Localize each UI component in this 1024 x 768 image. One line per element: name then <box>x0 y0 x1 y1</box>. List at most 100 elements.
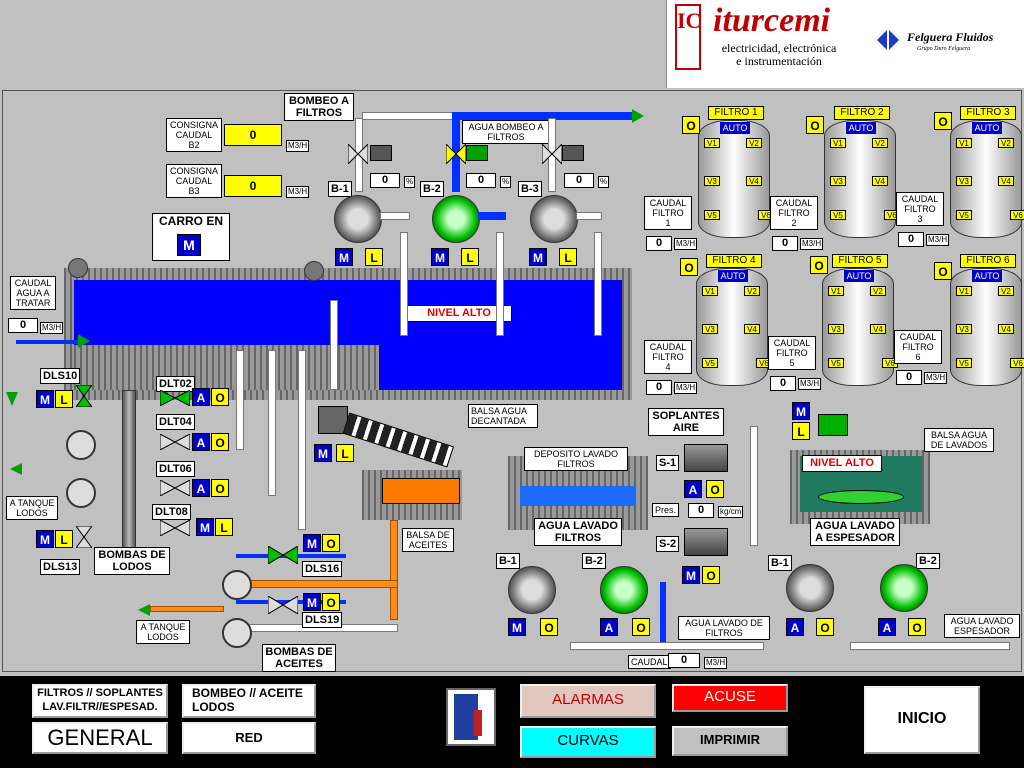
nav-filtros-button[interactable]: FILTROS // SOPLANTES LAV.FILTR//ESPESAD. <box>32 684 168 718</box>
lav-b2-o-button[interactable]: O <box>632 618 650 636</box>
imprimir-button[interactable]: IMPRIMIR <box>672 726 788 756</box>
valve-dlt08-icon[interactable] <box>159 519 191 537</box>
valve-v2-icon[interactable]: V2 <box>872 138 888 148</box>
dls19-m-button[interactable]: M <box>303 593 321 611</box>
filter-o-button[interactable]: O <box>806 116 824 134</box>
nav-red-button[interactable]: RED <box>182 722 316 754</box>
nav-bombeo-button[interactable]: BOMBEO // ACEITE LODOS <box>182 684 316 718</box>
consigna-b2-value[interactable]: 0 <box>224 124 282 146</box>
valve-v5-icon[interactable]: V5 <box>704 210 720 220</box>
pump-b1-l-button[interactable]: L <box>365 248 383 266</box>
esp-b1-a-button[interactable]: A <box>786 618 804 636</box>
valve-b2-icon[interactable] <box>445 142 467 166</box>
valve-dls16-icon[interactable] <box>267 545 299 565</box>
consigna-b3-value[interactable]: 0 <box>224 175 282 197</box>
valve-v5-icon[interactable]: V5 <box>956 210 972 220</box>
dls16-o-button[interactable]: O <box>322 534 340 552</box>
pump-b3-l-button[interactable]: L <box>559 248 577 266</box>
filter-o-button[interactable]: O <box>680 258 698 276</box>
lav-pump-b2-icon[interactable] <box>600 566 648 614</box>
filter-o-button[interactable]: O <box>810 256 828 274</box>
dlt04-a-button[interactable]: A <box>192 433 210 451</box>
lav-b1-m-button[interactable]: M <box>508 618 526 636</box>
valve-dlt06-icon[interactable] <box>159 479 191 497</box>
valve-v4-icon[interactable]: V4 <box>746 176 762 186</box>
filter-o-button[interactable]: O <box>682 116 700 134</box>
esp-b2-a-button[interactable]: A <box>878 618 896 636</box>
espesador-m-button[interactable]: M <box>792 402 810 420</box>
esp-pump-b1-icon[interactable] <box>786 564 834 612</box>
valve-b1-icon[interactable] <box>347 142 369 166</box>
valve-v2-icon[interactable]: V2 <box>998 286 1014 296</box>
curvas-button[interactable]: CURVAS <box>520 726 656 758</box>
valve-dlt02-icon[interactable] <box>159 389 191 407</box>
dls13-l-button[interactable]: L <box>55 530 73 548</box>
dlt08-l-button[interactable]: L <box>215 518 233 536</box>
acuse-button[interactable]: ACUSE <box>672 684 788 712</box>
dls19-o-button[interactable]: O <box>322 593 340 611</box>
s1-o-button[interactable]: O <box>706 480 724 498</box>
valve-v6-icon[interactable]: V6 <box>1010 210 1024 220</box>
valve-v2-icon[interactable]: V2 <box>870 286 886 296</box>
valve-v3-icon[interactable]: V3 <box>830 176 846 186</box>
dlt02-a-button[interactable]: A <box>192 388 210 406</box>
valve-v5-icon[interactable]: V5 <box>956 358 972 368</box>
valve-v1-icon[interactable]: V1 <box>830 138 846 148</box>
dlt02-o-button[interactable]: O <box>211 388 229 406</box>
valve-v3-icon[interactable]: V3 <box>702 324 718 334</box>
valve-dls10-icon[interactable] <box>75 384 93 408</box>
valve-v1-icon[interactable]: V1 <box>828 286 844 296</box>
pump-b2-icon[interactable] <box>432 195 480 243</box>
pump-b2-l-button[interactable]: L <box>461 248 479 266</box>
pump-b3-icon[interactable] <box>530 195 578 243</box>
valve-b3-icon[interactable] <box>541 142 563 166</box>
inicio-button[interactable]: INICIO <box>864 686 980 754</box>
filter-o-button[interactable]: O <box>934 112 952 130</box>
oil-pump-1-icon[interactable] <box>222 570 252 600</box>
dls13-m-button[interactable]: M <box>36 530 54 548</box>
pump-b1-icon[interactable] <box>334 195 382 243</box>
pump-b2-m-button[interactable]: M <box>431 248 449 266</box>
lodos-pump-1-icon[interactable] <box>66 430 96 460</box>
valve-v5-icon[interactable]: V5 <box>702 358 718 368</box>
valve-dls19-icon[interactable] <box>267 595 299 615</box>
carro-mode-button[interactable]: M <box>177 234 201 256</box>
exit-door-icon[interactable] <box>446 688 496 746</box>
oil-pump-2-icon[interactable] <box>222 618 252 648</box>
dlt04-o-button[interactable]: O <box>211 433 229 451</box>
valve-v4-icon[interactable]: V4 <box>870 324 886 334</box>
valve-v3-icon[interactable]: V3 <box>828 324 844 334</box>
valve-v3-icon[interactable]: V3 <box>956 176 972 186</box>
valve-v1-icon[interactable]: V1 <box>702 286 718 296</box>
dlt08-m-button[interactable]: M <box>196 518 214 536</box>
s2-o-button[interactable]: O <box>702 566 720 584</box>
blower-s2-icon[interactable] <box>684 528 728 556</box>
pump-b1-m-button[interactable]: M <box>335 248 353 266</box>
valve-v6-icon[interactable]: V6 <box>1010 358 1024 368</box>
dlt06-o-button[interactable]: O <box>211 479 229 497</box>
s2-m-button[interactable]: M <box>682 566 700 584</box>
lav-b2-a-button[interactable]: A <box>600 618 618 636</box>
valve-v5-icon[interactable]: V5 <box>828 358 844 368</box>
valve-v4-icon[interactable]: V4 <box>998 176 1014 186</box>
dlt06-a-button[interactable]: A <box>192 479 210 497</box>
esp-b2-o-button[interactable]: O <box>908 618 926 636</box>
dls10-l-button[interactable]: L <box>55 390 73 408</box>
dls16-m-button[interactable]: M <box>303 534 321 552</box>
valve-v2-icon[interactable]: V2 <box>998 138 1014 148</box>
pump-b3-m-button[interactable]: M <box>529 248 547 266</box>
valve-v1-icon[interactable]: V1 <box>956 138 972 148</box>
alarmas-button[interactable]: ALARMAS <box>520 684 656 718</box>
skimmer-l-button[interactable]: L <box>336 444 354 462</box>
espesador-l-button[interactable]: L <box>792 422 810 440</box>
lodos-pump-2-icon[interactable] <box>66 478 96 508</box>
valve-v3-icon[interactable]: V3 <box>956 324 972 334</box>
valve-dlt04-icon[interactable] <box>159 433 191 451</box>
valve-v2-icon[interactable]: V2 <box>746 138 762 148</box>
dls10-m-button[interactable]: M <box>36 390 54 408</box>
valve-dls13-icon[interactable] <box>75 525 93 549</box>
esp-pump-b2-icon[interactable] <box>880 564 928 612</box>
s1-a-button[interactable]: A <box>684 480 702 498</box>
valve-v1-icon[interactable]: V1 <box>956 286 972 296</box>
skimmer-m-button[interactable]: M <box>314 444 332 462</box>
